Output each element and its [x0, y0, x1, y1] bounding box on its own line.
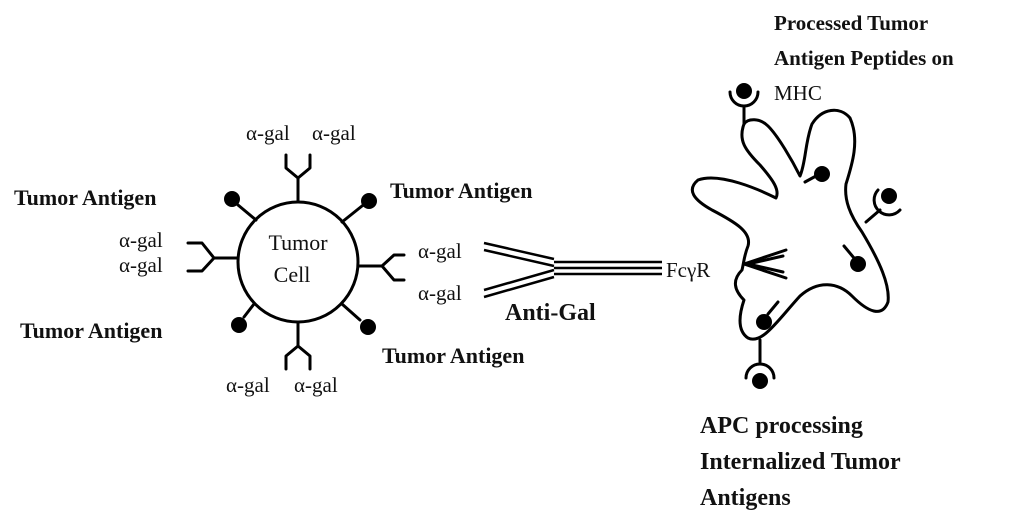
- tumor-antigen-top-left: [224, 191, 258, 222]
- fc-receptor-label: FcγR: [666, 258, 710, 282]
- mhc-peptide-top: [728, 83, 760, 126]
- apc-label-line1: APC processing: [700, 413, 863, 439]
- mhc-label-line2: Antigen Peptides on: [774, 46, 954, 70]
- alpha-gal-label-bottom-right: α-gal: [294, 373, 338, 397]
- tumor-antigen-bottom-left: [231, 302, 256, 333]
- mhc-label-line3: MHC: [774, 81, 822, 105]
- alpha-gal-glycan-top: [284, 153, 312, 204]
- tumor-antigen-label-top-left: Tumor Antigen: [14, 185, 156, 210]
- anti-gal-antibody: [483, 241, 662, 299]
- apc-label-line3: Antigens: [700, 485, 791, 511]
- mhc-peptide-bottom: [744, 338, 776, 389]
- alpha-gal-label-left-lower: α-gal: [119, 253, 163, 277]
- mhc-label-line1: Processed Tumor: [774, 11, 928, 35]
- alpha-gal-label-bottom-left: α-gal: [226, 373, 270, 397]
- internalized-antigen-1: [803, 166, 830, 184]
- alpha-gal-glycan-right: [356, 253, 406, 282]
- fc-receptor-shape: [742, 248, 788, 280]
- tumor-cell-label-line2: Cell: [274, 262, 311, 287]
- apc-cell-outline: [690, 108, 890, 341]
- alpha-gal-label-top-left: α-gal: [246, 121, 290, 145]
- apc-label-line2: Internalized Tumor: [700, 449, 901, 475]
- tumor-antigen-label-top-right: Tumor Antigen: [390, 178, 532, 203]
- tumor-antigen-bottom-right: [340, 302, 376, 335]
- tumor-antigen-label-bottom-left: Tumor Antigen: [20, 318, 162, 343]
- alpha-gal-label-right-lower: α-gal: [418, 281, 462, 305]
- anti-gal-label: Anti-Gal: [505, 300, 596, 326]
- alpha-gal-label-right-upper: α-gal: [418, 239, 462, 263]
- internalized-antigen-3: [756, 300, 780, 330]
- alpha-gal-label-top-right: α-gal: [312, 121, 356, 145]
- tumor-antigen-top-right: [340, 193, 377, 224]
- alpha-gal-label-left-upper: α-gal: [119, 228, 163, 252]
- mhc-peptide-right: [864, 188, 902, 224]
- alpha-gal-glycan-bottom: [284, 320, 312, 371]
- internalized-antigen-2: [842, 244, 866, 272]
- alpha-gal-glycan-left: [186, 241, 240, 273]
- tumor-cell-label-line1: Tumor: [268, 230, 328, 255]
- tumor-antigen-label-bottom-right: Tumor Antigen: [382, 343, 524, 368]
